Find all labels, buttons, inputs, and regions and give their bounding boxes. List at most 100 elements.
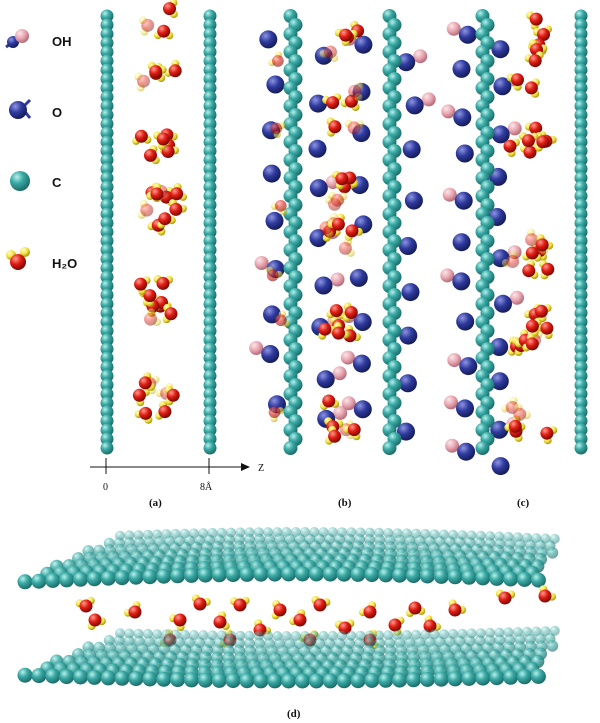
- carbon-atom: [203, 333, 217, 347]
- hydroxyl-hydrogen-atom: [447, 353, 462, 368]
- carbon-atom: [364, 673, 380, 688]
- carbon-atom: [100, 297, 114, 311]
- water-oxygen-atom: [348, 84, 362, 98]
- carbon-atom: [203, 252, 217, 266]
- surface-oxygen-atom: [397, 422, 415, 441]
- carbon-atom: [203, 396, 217, 410]
- water-oxygen-atom: [525, 246, 539, 260]
- legend-label-h2o: H₂O: [52, 256, 77, 271]
- carbon-atom: [574, 351, 588, 365]
- carbon-atom: [239, 566, 255, 582]
- surface-oxygen-atom: [490, 338, 509, 356]
- carbon-atom: [31, 668, 47, 684]
- carbon-atom: [574, 27, 588, 41]
- carbon-atom: [179, 629, 190, 640]
- carbon-atom: [100, 387, 114, 401]
- carbon-atom: [197, 672, 213, 688]
- carbon-atom: [100, 135, 114, 149]
- surface-oxygen-atom: [490, 372, 509, 391]
- carbon-atom: [574, 144, 588, 158]
- surface-oxygen-atom: [405, 96, 424, 115]
- carbon-atom: [546, 640, 559, 652]
- surface-oxygen-atom: [314, 276, 333, 295]
- surface-oxygen-atom: [453, 108, 472, 127]
- carbon-atom: [203, 180, 217, 194]
- water-oxygen-atom: [128, 605, 142, 619]
- water-oxygen-atom: [388, 618, 402, 632]
- water-oxygen-atom: [138, 376, 152, 390]
- carbon-atom: [100, 333, 114, 347]
- carbon-atom: [100, 315, 114, 329]
- carbon-atom: [574, 261, 588, 275]
- water-oxygen-atom: [513, 407, 527, 421]
- carbon-atom: [203, 306, 217, 320]
- carbon-atom: [574, 297, 588, 311]
- carbon-atom: [211, 672, 227, 688]
- carbon-atom: [574, 234, 588, 248]
- carbon-atom: [203, 81, 217, 95]
- carbon-atom: [203, 72, 217, 86]
- carbon-atom: [156, 671, 172, 687]
- carbon-atom: [100, 243, 114, 257]
- surface-oxygen-atom: [259, 30, 278, 49]
- legend-label-o: O: [52, 105, 62, 120]
- carbon-atom: [100, 207, 114, 221]
- water-oxygen-atom: [144, 148, 157, 162]
- carbon-atom: [124, 628, 135, 639]
- carbon-atom: [142, 569, 158, 585]
- carbon-atom: [100, 117, 114, 131]
- water-oxygen-atom: [328, 120, 342, 134]
- water-oxygen-atom: [322, 394, 336, 408]
- carbon-atom: [170, 568, 186, 584]
- carbon-atom: [203, 414, 217, 428]
- surface-oxygen-atom: [349, 268, 368, 287]
- carbon-atom: [100, 54, 114, 68]
- carbon-atom: [203, 18, 217, 32]
- water-oxygen-atom: [525, 319, 539, 333]
- surface-oxygen-atom: [399, 326, 418, 345]
- carbon-atom: [203, 189, 217, 203]
- water-oxygen-atom: [266, 269, 279, 282]
- water-oxygen-atom: [293, 613, 307, 627]
- carbon-atom: [114, 570, 130, 586]
- water-oxygen-atom: [329, 304, 343, 318]
- hydroxyl-hydrogen-atom: [510, 290, 524, 305]
- water-oxygen-atom: [525, 337, 539, 351]
- carbon-atom: [574, 90, 588, 104]
- carbon-atom: [203, 315, 217, 329]
- carbon-atom: [574, 153, 588, 167]
- carbon-atom: [485, 627, 495, 638]
- carbon-atom: [574, 117, 588, 131]
- water-oxygen-atom: [173, 613, 187, 627]
- carbon-atom: [203, 324, 217, 338]
- panel-b: [249, 9, 436, 455]
- panel-label-c: (c): [517, 497, 530, 509]
- water-oxygen-atom: [134, 277, 148, 291]
- carbon-atom: [336, 673, 352, 689]
- legend-oh: OH: [5, 29, 72, 49]
- carbon-atom: [267, 673, 283, 689]
- carbon-atom: [203, 117, 217, 131]
- water-oxygen-atom: [535, 238, 549, 252]
- surface-oxygen-atom: [309, 229, 328, 248]
- carbon-atom: [203, 27, 217, 41]
- carbon-atom: [392, 567, 408, 583]
- carbon-atom: [378, 567, 394, 583]
- water-oxygen-atom: [137, 74, 150, 88]
- hydroxyl-hydrogen-atom: [441, 104, 456, 119]
- carbon-atom: [100, 90, 114, 104]
- carbon-atom: [203, 360, 217, 374]
- hydroxyl-hydrogen-atom: [446, 21, 461, 36]
- water-oxygen-atom: [88, 613, 102, 627]
- carbon-atom: [203, 144, 217, 158]
- carbon-atom: [406, 672, 421, 688]
- carbon-atom: [86, 669, 102, 685]
- carbon-atom: [100, 36, 114, 50]
- carbon-atom: [203, 405, 217, 419]
- surface-oxygen-atom: [399, 237, 417, 255]
- water-oxygen-atom: [344, 306, 358, 319]
- surface-oxygen-atom: [491, 40, 510, 59]
- water-oxygen-atom: [525, 233, 539, 247]
- hydroxyl-hydrogen-atom: [507, 121, 522, 136]
- hydroxyl-hydrogen-atom: [445, 438, 460, 453]
